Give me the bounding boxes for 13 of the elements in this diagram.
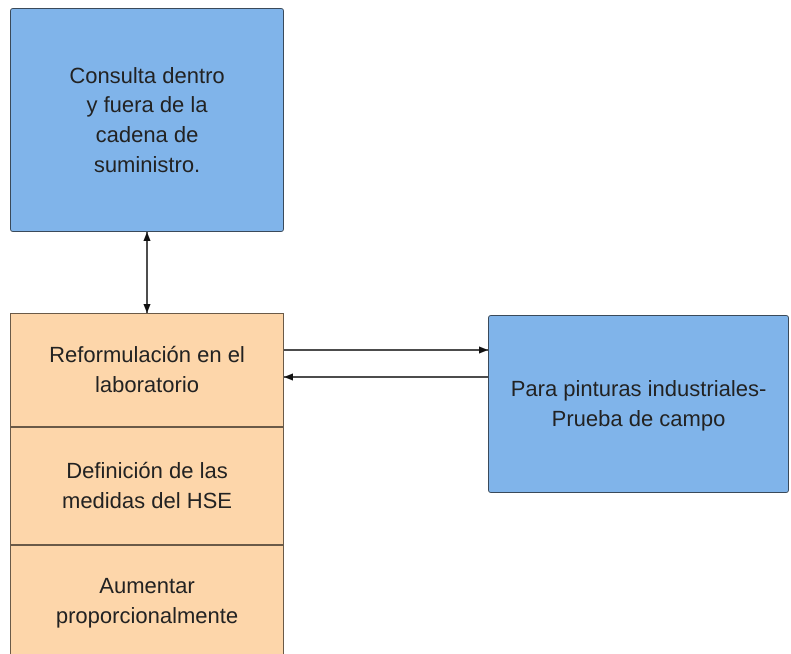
stage-box <box>10 313 284 427</box>
box-text: Para pinturas industriales-Prueba de campo <box>510 375 768 433</box>
box-text: Consulta dentro y fuera de la cadena de suministro. <box>68 62 226 179</box>
arrow <box>284 346 488 354</box>
stage-box <box>10 545 284 654</box>
box-text: Definición de las medidas del HSE <box>61 457 233 515</box>
box-text: Reformulación en el laboratorio <box>48 341 246 399</box>
arrow <box>284 373 488 381</box>
arrow <box>143 232 151 313</box>
process-box <box>488 315 789 493</box>
stage-box <box>10 427 284 545</box>
box-text: Aumentar proporcionalmente <box>54 572 240 630</box>
process-box <box>10 8 284 232</box>
